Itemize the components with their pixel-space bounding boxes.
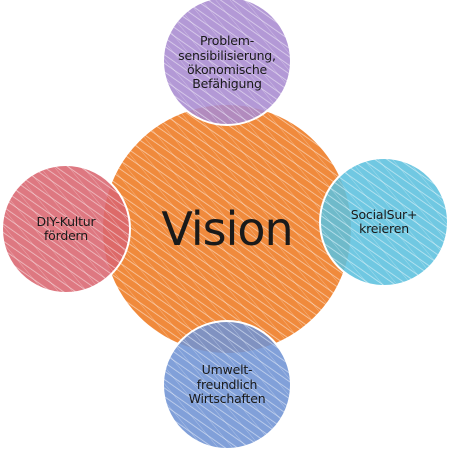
satellite-label-right: SocialSur+ kreieren [350, 206, 418, 236]
satellite-label-left: DIY-Kultur fördern [36, 213, 96, 243]
satellite-circle-left [1, 164, 131, 294]
satellite-label-bottom: Umwelt- freundlich Wirtschaften [188, 362, 266, 407]
center-circle [101, 103, 353, 355]
center-label: Vision [161, 201, 293, 256]
satellite-circle-right [319, 157, 449, 287]
satellite-circle-bottom [162, 320, 292, 450]
satellite-label-top: Problem- sensibilisierung, ökonomische B… [178, 33, 276, 92]
satellite-circle-top [162, 0, 292, 126]
